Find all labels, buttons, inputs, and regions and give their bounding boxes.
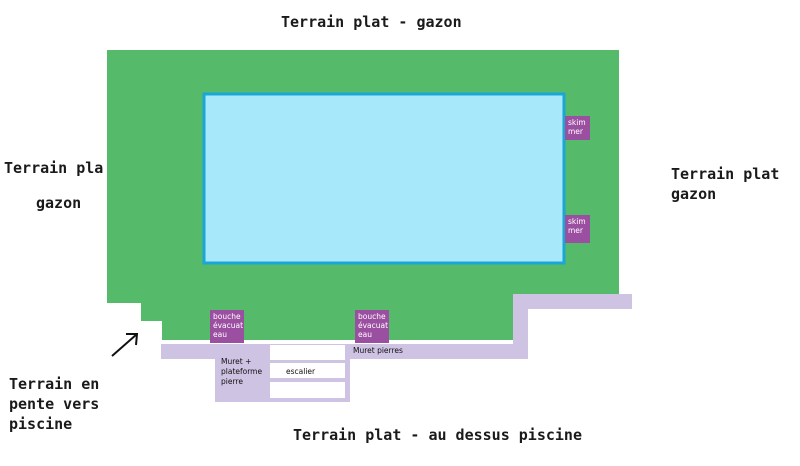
skimmer-bottom: skim mer (565, 215, 590, 243)
muret-plateforme-label: Muret + plateforme pierre (221, 357, 263, 386)
arrow-up-right-icon (111, 333, 139, 357)
drain-left: bouche évacuat eau (210, 310, 244, 343)
pool (202, 92, 566, 265)
escalier-step (270, 345, 345, 360)
label-right: Terrain plat gazon (671, 165, 780, 203)
label-bottom-left: Terrain en pente vers piscine (9, 375, 100, 433)
label-top: Terrain plat - gazon (281, 13, 462, 31)
escalier-step (270, 382, 345, 398)
label-left-line2: gazon (36, 194, 82, 212)
label-left-line1: Terrain pla (4, 159, 104, 177)
label-bottom: Terrain plat - au dessus piscine (293, 426, 582, 444)
drain-right: bouche évacuat eau (355, 310, 389, 343)
muret-pierres-label: Muret pierres (353, 346, 403, 355)
muret-pierres-strip (161, 294, 632, 359)
escalier-step (270, 363, 345, 378)
skimmer-top: skim mer (565, 116, 590, 140)
escalier-label: escalier (286, 367, 316, 376)
